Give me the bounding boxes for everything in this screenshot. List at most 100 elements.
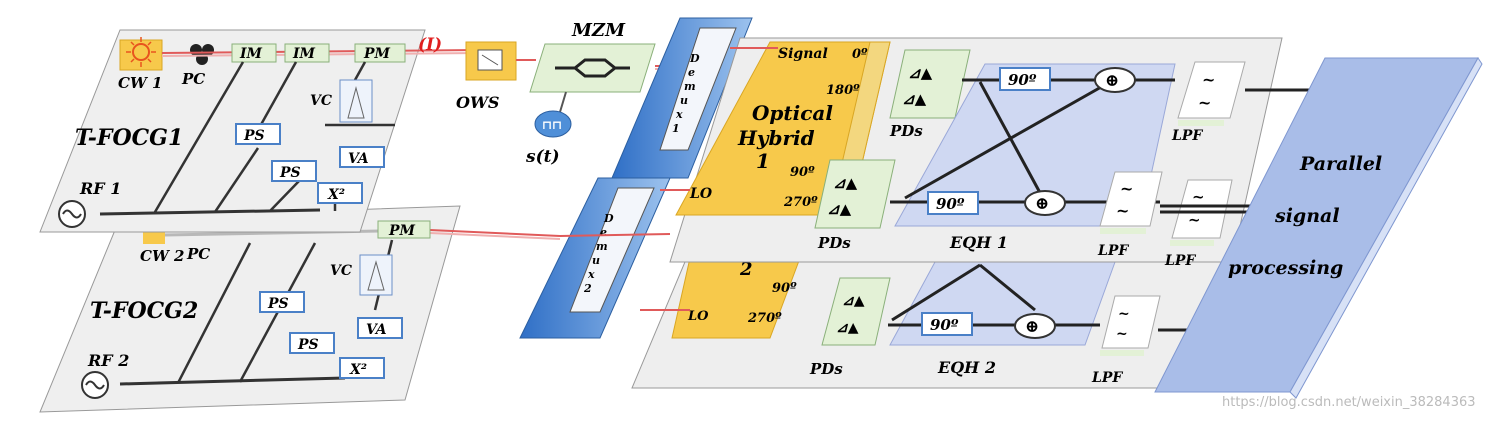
pm1-label: PM — [363, 46, 391, 62]
rf1-label: RF 1 — [79, 179, 121, 198]
lpf4-label: LPF — [1164, 253, 1196, 269]
hybrid1-90-label: 90º — [790, 165, 815, 180]
lpf2-label: LPF — [1097, 243, 1129, 259]
svg-text:~: ~ — [1116, 326, 1128, 342]
parallel-line: processing — [1228, 257, 1343, 279]
svg-text:~: ~ — [1120, 179, 1133, 198]
pm2-box: PM — [377, 220, 431, 239]
demux2-letter: x — [587, 268, 595, 281]
x2-1-label: X² — [327, 187, 345, 203]
demux1-letter: x — [675, 108, 683, 121]
lpf4-box: ~ ~ — [1170, 179, 1233, 246]
hybrid1-title-line: Optical — [752, 101, 833, 125]
mzm-label: MZM — [571, 20, 626, 41]
demux1-letter: D — [689, 52, 700, 65]
demux1-block: D e m u x 1 — [611, 17, 753, 179]
eqh1-phase-upper-box: 90º — [999, 67, 1051, 91]
demux2-letter: u — [592, 254, 600, 267]
hybrid2-lo-label: LO — [687, 309, 709, 324]
hybrid2-270-label: 270º — [747, 311, 782, 326]
eqh2-phase-label: 90º — [930, 316, 959, 334]
eqh1-phase-upper-label: 90º — [1008, 71, 1037, 89]
ps1a-label: PS — [243, 128, 265, 144]
watermark: https://blog.csdn.net/weixin_38284363 — [1222, 395, 1476, 410]
im1-label: IM — [239, 46, 263, 62]
ps1b-label: PS — [279, 165, 301, 181]
svg-text:⊿▲: ⊿▲ — [902, 90, 927, 108]
demux1-letter: 1 — [672, 122, 680, 135]
pds1b-label: PDs — [817, 234, 851, 252]
svg-text:~: ~ — [1192, 188, 1205, 206]
hybrid1-lo-label: LO — [689, 186, 713, 202]
svg-text:~: ~ — [1188, 211, 1201, 229]
parallel-line: signal — [1274, 205, 1340, 227]
tfocg2-title: T-FOCG2 — [90, 298, 198, 324]
demux2-letter: m — [596, 240, 608, 253]
x2-2-box: X² — [339, 357, 385, 379]
vc1-label: VC — [310, 93, 332, 109]
demux2-letter: 2 — [583, 282, 592, 295]
eqh1-adder-upper-icon: ⊕ — [1094, 67, 1136, 93]
eqh2-label: EQH 2 — [937, 358, 996, 377]
eqh1-adder-upper-symbol: ⊕ — [1105, 71, 1119, 91]
ps2a-label: PS — [267, 296, 289, 312]
va1-label: VA — [348, 151, 369, 167]
pds2-box: ⊿▲ ⊿▲ — [821, 277, 891, 346]
eqh1-adder-lower-icon: ⊕ — [1024, 190, 1066, 216]
svg-text:~: ~ — [1198, 93, 1211, 112]
im2-label: IM — [292, 46, 316, 62]
va2-label: VA — [366, 322, 387, 338]
ps2b-label: PS — [297, 337, 319, 353]
vc1-box: VC — [310, 79, 373, 123]
svg-text:~: ~ — [1118, 306, 1130, 322]
pm2-label: PM — [388, 223, 416, 239]
svg-text:⊿▲: ⊿▲ — [827, 200, 852, 218]
tfocg1-panel: CW 1 PC IM IM PM (I) VC — [39, 29, 481, 233]
hybrid1-270-label: 270º — [783, 195, 818, 210]
x2-2-label: X² — [349, 362, 367, 378]
hybrid1-180-label: 180º — [826, 83, 860, 98]
ows-label: OWS — [456, 93, 499, 112]
vc2-label: VC — [330, 263, 352, 279]
ps2a-box: PS — [259, 291, 305, 313]
vc2-box: VC — [330, 254, 393, 296]
pds1b-box: ⊿▲ ⊿▲ — [814, 159, 896, 229]
lpf1-label: LPF — [1171, 128, 1203, 144]
im1-box: IM — [231, 43, 277, 63]
tfocg1-title: T-FOCG1 — [75, 125, 183, 151]
parallel-processing-block: Parallel signal processing — [1154, 57, 1483, 399]
rf2-label: RF 2 — [87, 351, 129, 370]
lpf3-box: ~ ~ — [1100, 295, 1161, 356]
cw2-laser-icon — [143, 232, 165, 244]
svg-text:⊓⊓: ⊓⊓ — [542, 118, 562, 132]
demux1-letter: e — [688, 66, 695, 79]
lpf3-label: LPF — [1091, 370, 1123, 386]
hybrid1-title-line: 1 — [756, 149, 770, 173]
demux2-letter: D — [603, 212, 614, 225]
hybrid2-title: 2 — [739, 259, 753, 280]
svg-text:~: ~ — [1202, 70, 1215, 89]
marker-i-label: (I) — [418, 35, 442, 55]
pm1-box: PM — [354, 43, 406, 63]
pds2-label: PDs — [809, 360, 843, 378]
demux2-block: D e m u x 2 — [519, 177, 671, 339]
demux1-letter: u — [680, 94, 688, 107]
signal-source-label: s(t) — [525, 147, 560, 167]
eqh2-adder-symbol: ⊕ — [1025, 317, 1039, 337]
ps1a-box: PS — [235, 123, 281, 145]
hybrid1-title-line: Hybrid — [737, 126, 815, 150]
pc1-label: PC — [181, 70, 205, 88]
lpf1-box: ~ ~ — [1177, 61, 1246, 126]
svg-text:⊿▲: ⊿▲ — [836, 320, 859, 336]
svg-text:⊿▲: ⊿▲ — [842, 293, 865, 309]
svg-text:⊿▲: ⊿▲ — [833, 174, 858, 192]
lpf2-box: ~ ~ — [1099, 171, 1163, 234]
eqh1-label: EQH 1 — [949, 233, 1008, 252]
eqh2-adder-icon: ⊕ — [1014, 313, 1056, 339]
tfocg2-panel: CW 2 PC PM VC PS VA PS — [39, 205, 561, 413]
ows-block: OWS — [456, 41, 517, 112]
eqh1-adder-lower-symbol: ⊕ — [1035, 194, 1049, 214]
svg-text:~: ~ — [1116, 201, 1129, 220]
hybrid1-0-label: 0º — [852, 47, 868, 62]
